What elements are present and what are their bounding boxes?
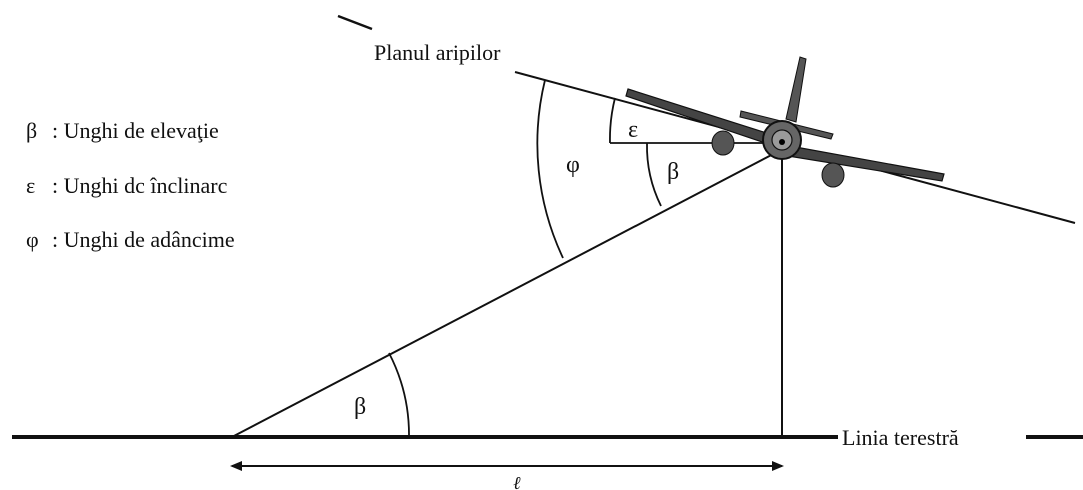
beta-plane-label: β <box>667 159 679 185</box>
ground-label-bg <box>838 422 1026 452</box>
aircraft-center-dot <box>779 139 785 145</box>
aircraft-fin <box>785 56 807 123</box>
epsilon-arc <box>609 97 616 144</box>
beta-ground-label: β <box>354 394 366 420</box>
ground-line-label: Linia terestră <box>842 425 959 450</box>
phi-arc <box>536 79 564 259</box>
legend-epsilon-text: : Unghi dc înclinarc <box>52 173 228 198</box>
beta-ground-arc <box>388 352 410 438</box>
legend: β : Unghi de elevaţie ε : Unghi dc încli… <box>26 118 235 252</box>
aircraft-left-engine <box>711 130 735 156</box>
epsilon-label: ε <box>628 117 638 143</box>
line-of-sight <box>231 149 782 438</box>
beta-plane-arc <box>646 142 662 207</box>
legend-epsilon-symbol: ε <box>26 173 35 198</box>
aircraft-right-engine <box>821 162 845 188</box>
legend-beta-symbol: β <box>26 118 37 143</box>
wing-plane-mark <box>337 14 373 31</box>
distance-label: ℓ <box>513 473 521 490</box>
legend-phi-text: : Unghi de adâncime <box>52 227 235 252</box>
aircraft-icon <box>625 56 945 188</box>
legend-beta-text: : Unghi de elevaţie <box>52 118 219 143</box>
phi-label: φ <box>566 152 580 178</box>
aircraft-right-wing <box>787 145 945 182</box>
legend-phi-symbol: φ <box>26 227 39 252</box>
wing-plane-label: Planul aripilor <box>374 40 501 65</box>
